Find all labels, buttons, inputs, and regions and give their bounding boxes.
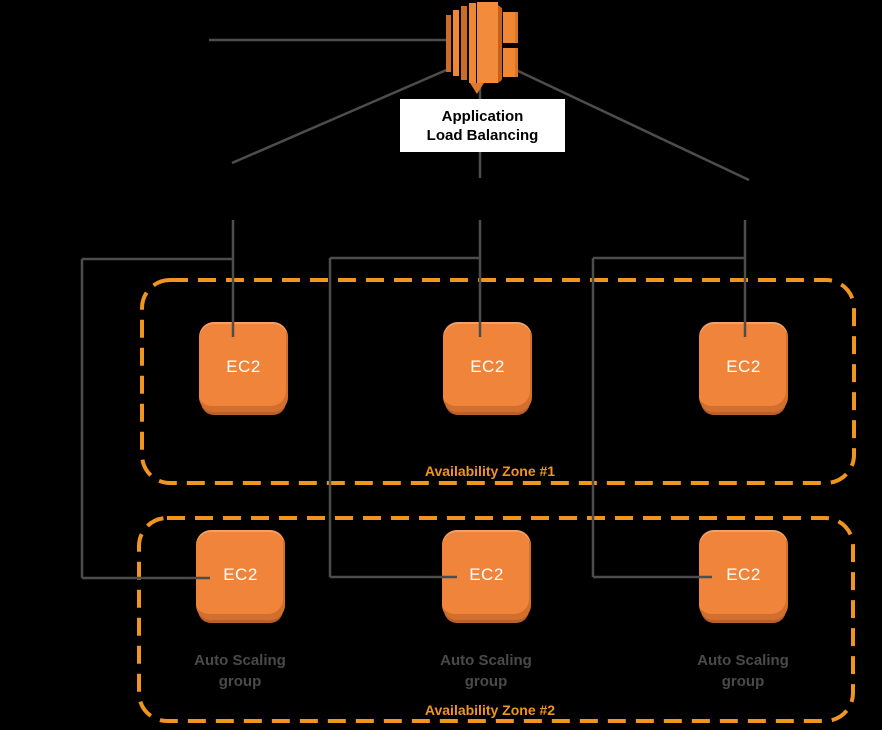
auto-scaling-group-label: Auto Scaling group bbox=[643, 650, 843, 692]
ec2-node-label: EC2 bbox=[469, 565, 504, 584]
asg-label-line2: group bbox=[721, 673, 765, 690]
ec2-node-label: EC2 bbox=[726, 565, 761, 584]
ec2-node-label: EC2 bbox=[226, 357, 261, 376]
asg-label-line2: group bbox=[464, 673, 508, 690]
ec2-node: EC2 bbox=[199, 322, 288, 412]
ec2-node: EC2 bbox=[443, 322, 532, 412]
ec2-node-label: EC2 bbox=[726, 357, 761, 376]
availability-zone-1-label: Availability Zone #1 bbox=[424, 463, 556, 479]
asg-label-line2: group bbox=[218, 673, 262, 690]
auto-scaling-group-label: Auto Scaling group bbox=[386, 650, 586, 692]
elastic-load-balancing-icon bbox=[446, 2, 518, 94]
ec2-node: EC2 bbox=[699, 322, 788, 412]
ec2-node: EC2 bbox=[442, 530, 531, 620]
asg-label-line1: Auto Scaling bbox=[697, 652, 789, 669]
availability-zone-2-border bbox=[137, 516, 855, 723]
availability-zone-1-border bbox=[140, 278, 856, 485]
availability-zone-2-label: Availability Zone #2 bbox=[424, 702, 556, 718]
asg-label-line1: Auto Scaling bbox=[440, 652, 532, 669]
load-balancer-label: Application Load Balancing bbox=[400, 99, 565, 152]
auto-scaling-group-label: Auto Scaling group bbox=[140, 650, 340, 692]
ec2-node-label: EC2 bbox=[470, 357, 505, 376]
load-balancer-label-line2: Load Balancing bbox=[426, 126, 539, 144]
ec2-node-label: EC2 bbox=[223, 565, 258, 584]
load-balancer-label-line1: Application bbox=[441, 107, 524, 125]
ec2-node: EC2 bbox=[699, 530, 788, 620]
asg-label-line1: Auto Scaling bbox=[194, 652, 286, 669]
ec2-node: EC2 bbox=[196, 530, 285, 620]
